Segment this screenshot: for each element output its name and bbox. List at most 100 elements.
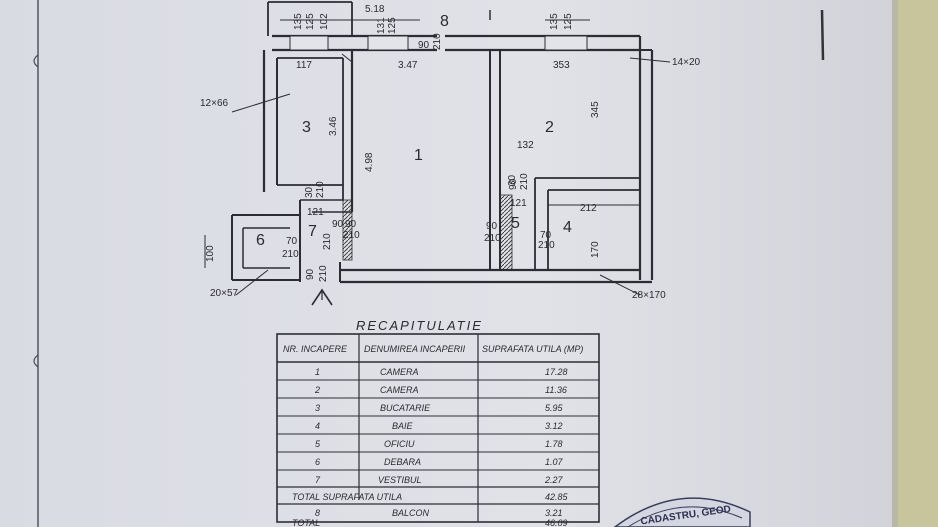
dim-top-131: 131	[376, 17, 387, 34]
dim-top-210: 210	[432, 33, 443, 50]
table-row: 5 OFICIU 1.78	[315, 439, 563, 449]
cadastre-stamp: CADASTRU, GEOD	[613, 497, 751, 527]
dim-door-210-c: 210	[519, 173, 530, 190]
dim-room2-width: 353	[553, 60, 570, 71]
dim-door-90-a: 90	[345, 219, 357, 230]
row-area: 1.78	[545, 439, 563, 449]
total-util-value: 42.85	[545, 492, 569, 502]
room-label-7: 7	[308, 223, 317, 240]
header-suprafata: SUPRAFATA UTILA (MP)	[482, 344, 583, 354]
balcon-nr: 8	[315, 508, 320, 518]
dim-top-102: 102	[319, 13, 330, 30]
row-area: 3.12	[545, 421, 563, 431]
row-area: 2.27	[544, 475, 564, 485]
dim-top-125: 125	[305, 13, 316, 30]
dim-door-30-a: 30	[304, 186, 315, 198]
dim-door-90-b: 90	[486, 221, 498, 232]
balcon-area: 3.21	[545, 508, 563, 518]
plan-dimensions: 135 125 102 5.18 131 125 90 210 135 125 …	[200, 4, 701, 301]
balcon-label: BALCON	[392, 508, 430, 518]
total-util-label: TOTAL SUPRAFATA UTILA	[292, 492, 402, 502]
table-row-total-util: TOTAL SUPRAFATA UTILA 42.85	[292, 492, 569, 502]
row-name: CAMERA	[380, 367, 419, 377]
dim-door-210-d: 210	[538, 240, 555, 251]
window-20x57: 20×57	[210, 288, 239, 299]
row-name: VESTIBUL	[378, 475, 422, 485]
dim-kitchen-height: 3.46	[328, 116, 339, 136]
row-nr: 3	[315, 403, 320, 413]
dim-door-90-c: 90	[508, 178, 519, 190]
table-row: 7 VESTIBUL 2.27	[315, 475, 564, 485]
dim-room1-width: 3.47	[398, 60, 418, 71]
table-row: 3 BUCATARIE 5.95	[315, 403, 564, 413]
row-name: DEBARA	[384, 457, 421, 467]
room-label-8: 8	[440, 13, 449, 30]
window-12x66: 12×66	[200, 98, 229, 109]
dim-door-30-b: 30	[507, 174, 518, 186]
dim-door-210-i: 210	[318, 265, 329, 282]
table-row-balcon: 8 BALCON 3.21	[315, 508, 563, 518]
dim-door-70-b: 70	[286, 236, 298, 247]
dim-top-125-c: 125	[563, 13, 574, 30]
paper-edge	[892, 0, 898, 527]
dim-bath-height: 170	[590, 241, 601, 258]
window-28x170: 28×170	[632, 290, 666, 301]
dim-top-135-b: 135	[549, 13, 560, 30]
recap-title: RECAPITULATIE	[356, 318, 483, 333]
dim-bath-width: 212	[580, 203, 597, 214]
table-row: 4 BAIE 3.12	[315, 421, 563, 431]
recap-table	[276, 333, 600, 523]
margin-mark	[820, 9, 825, 61]
row-name: OFICIU	[384, 439, 415, 449]
row-nr: 6	[315, 457, 320, 467]
dim-oficiu-width: 121	[510, 198, 527, 209]
row-area: 5.95	[545, 403, 564, 413]
room-labels: 1 2 3 4 5 6 7 8	[256, 13, 572, 249]
room-label-3: 3	[302, 119, 311, 136]
row-nr: 2	[314, 385, 320, 395]
dim-top-518: 5.18	[365, 4, 385, 15]
dim-top-135: 135	[293, 13, 304, 30]
dim-vestibul-width: 121	[307, 207, 324, 218]
room-label-2: 2	[545, 119, 554, 136]
row-nr: 7	[315, 475, 321, 485]
table-row: 6 DEBARA 1.07	[315, 457, 564, 467]
dim-door-90-e: 90	[305, 268, 316, 280]
row-nr: 4	[315, 421, 320, 431]
floor-plan	[204, 1, 671, 306]
row-area: 11.36	[545, 385, 567, 395]
table-row-total: TOTAL 46.09	[292, 518, 568, 527]
room-label-4: 4	[563, 219, 572, 236]
table-row: 1 CAMERA 17.28	[315, 367, 568, 377]
row-name: BAIE	[392, 421, 414, 431]
table-row: 2 CAMERA 11.36	[314, 385, 567, 395]
total-label: TOTAL	[292, 518, 320, 527]
dim-kitchen-width: 117	[296, 60, 312, 71]
total-value: 46.09	[545, 518, 568, 527]
dim-door-90-d: 90	[332, 219, 344, 230]
dim-top-125-b: 125	[387, 17, 398, 34]
dim-door-210-f: 210	[322, 233, 333, 250]
room-label-6: 6	[256, 232, 265, 249]
header-nr: NR. INCAPERE	[283, 344, 348, 354]
row-name: CAMERA	[380, 385, 419, 395]
dim-door-210-g: 210	[315, 181, 326, 198]
recap-headers: NR. INCAPERE DENUMIREA INCAPERII SUPRAFA…	[283, 344, 583, 354]
binding-notch	[33, 54, 39, 368]
window-14x20: 14×20	[672, 57, 701, 68]
dim-top-90: 90	[418, 40, 430, 51]
dim-room2-height: 345	[590, 101, 601, 118]
row-area: 17.28	[545, 367, 568, 377]
dim-door-210-e: 210	[282, 249, 299, 260]
row-nr: 5	[315, 439, 321, 449]
dim-door-210-a: 210	[343, 230, 360, 241]
dim-room1-height: 4.98	[364, 152, 375, 172]
row-nr: 1	[315, 367, 320, 377]
paper-sheet	[0, 0, 896, 527]
dim-door-210-b: 210	[484, 233, 501, 244]
dim-debara-100: 100	[205, 245, 216, 262]
row-name: BUCATARIE	[380, 403, 431, 413]
room-label-1: 1	[414, 147, 423, 164]
header-denumire: DENUMIREA INCAPERII	[364, 344, 466, 354]
